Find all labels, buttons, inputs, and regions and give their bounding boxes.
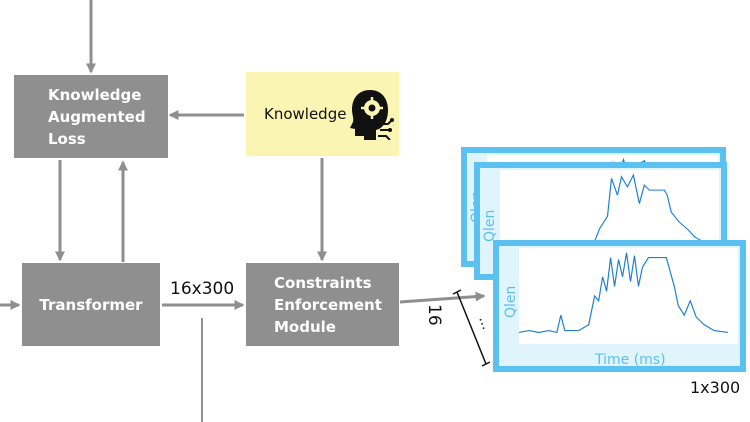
stack-bracket <box>456 291 487 365</box>
output-plot-front: Qlen Time (ms) <box>493 240 746 372</box>
plot-ylabel: Qlen <box>482 209 498 242</box>
knowledge-augmented-loss-label: Knowledge Augmented Loss <box>48 85 146 148</box>
plot-area <box>518 248 738 344</box>
stack-count-label: 16 <box>424 304 444 326</box>
transformer-label: Transformer <box>39 295 143 314</box>
constraints-enforcement-module-box: Constraints Enforcement Module <box>246 263 399 346</box>
knowledge-augmented-loss-box: Knowledge Augmented Loss <box>14 75 168 158</box>
transformer-output-dimension: 16x300 <box>170 279 235 299</box>
constraints-enforcement-module-label: Constraints Enforcement Module <box>274 273 382 336</box>
plot-ylabel: Qlen <box>503 285 519 318</box>
series-line <box>594 173 705 243</box>
single-output-dimension: 1x300 <box>690 378 741 397</box>
series-line <box>518 252 729 334</box>
plot-xlabel: Time (ms) <box>595 352 666 368</box>
transformer-box: Transformer <box>22 263 160 346</box>
knowledge-label: Knowledge <box>264 105 347 123</box>
knowledge-box: Knowledge <box>246 72 399 156</box>
stack-dots: ... <box>475 314 495 332</box>
arrow-cem-to-output <box>399 291 486 304</box>
ai-head-gear-icon <box>350 90 394 140</box>
